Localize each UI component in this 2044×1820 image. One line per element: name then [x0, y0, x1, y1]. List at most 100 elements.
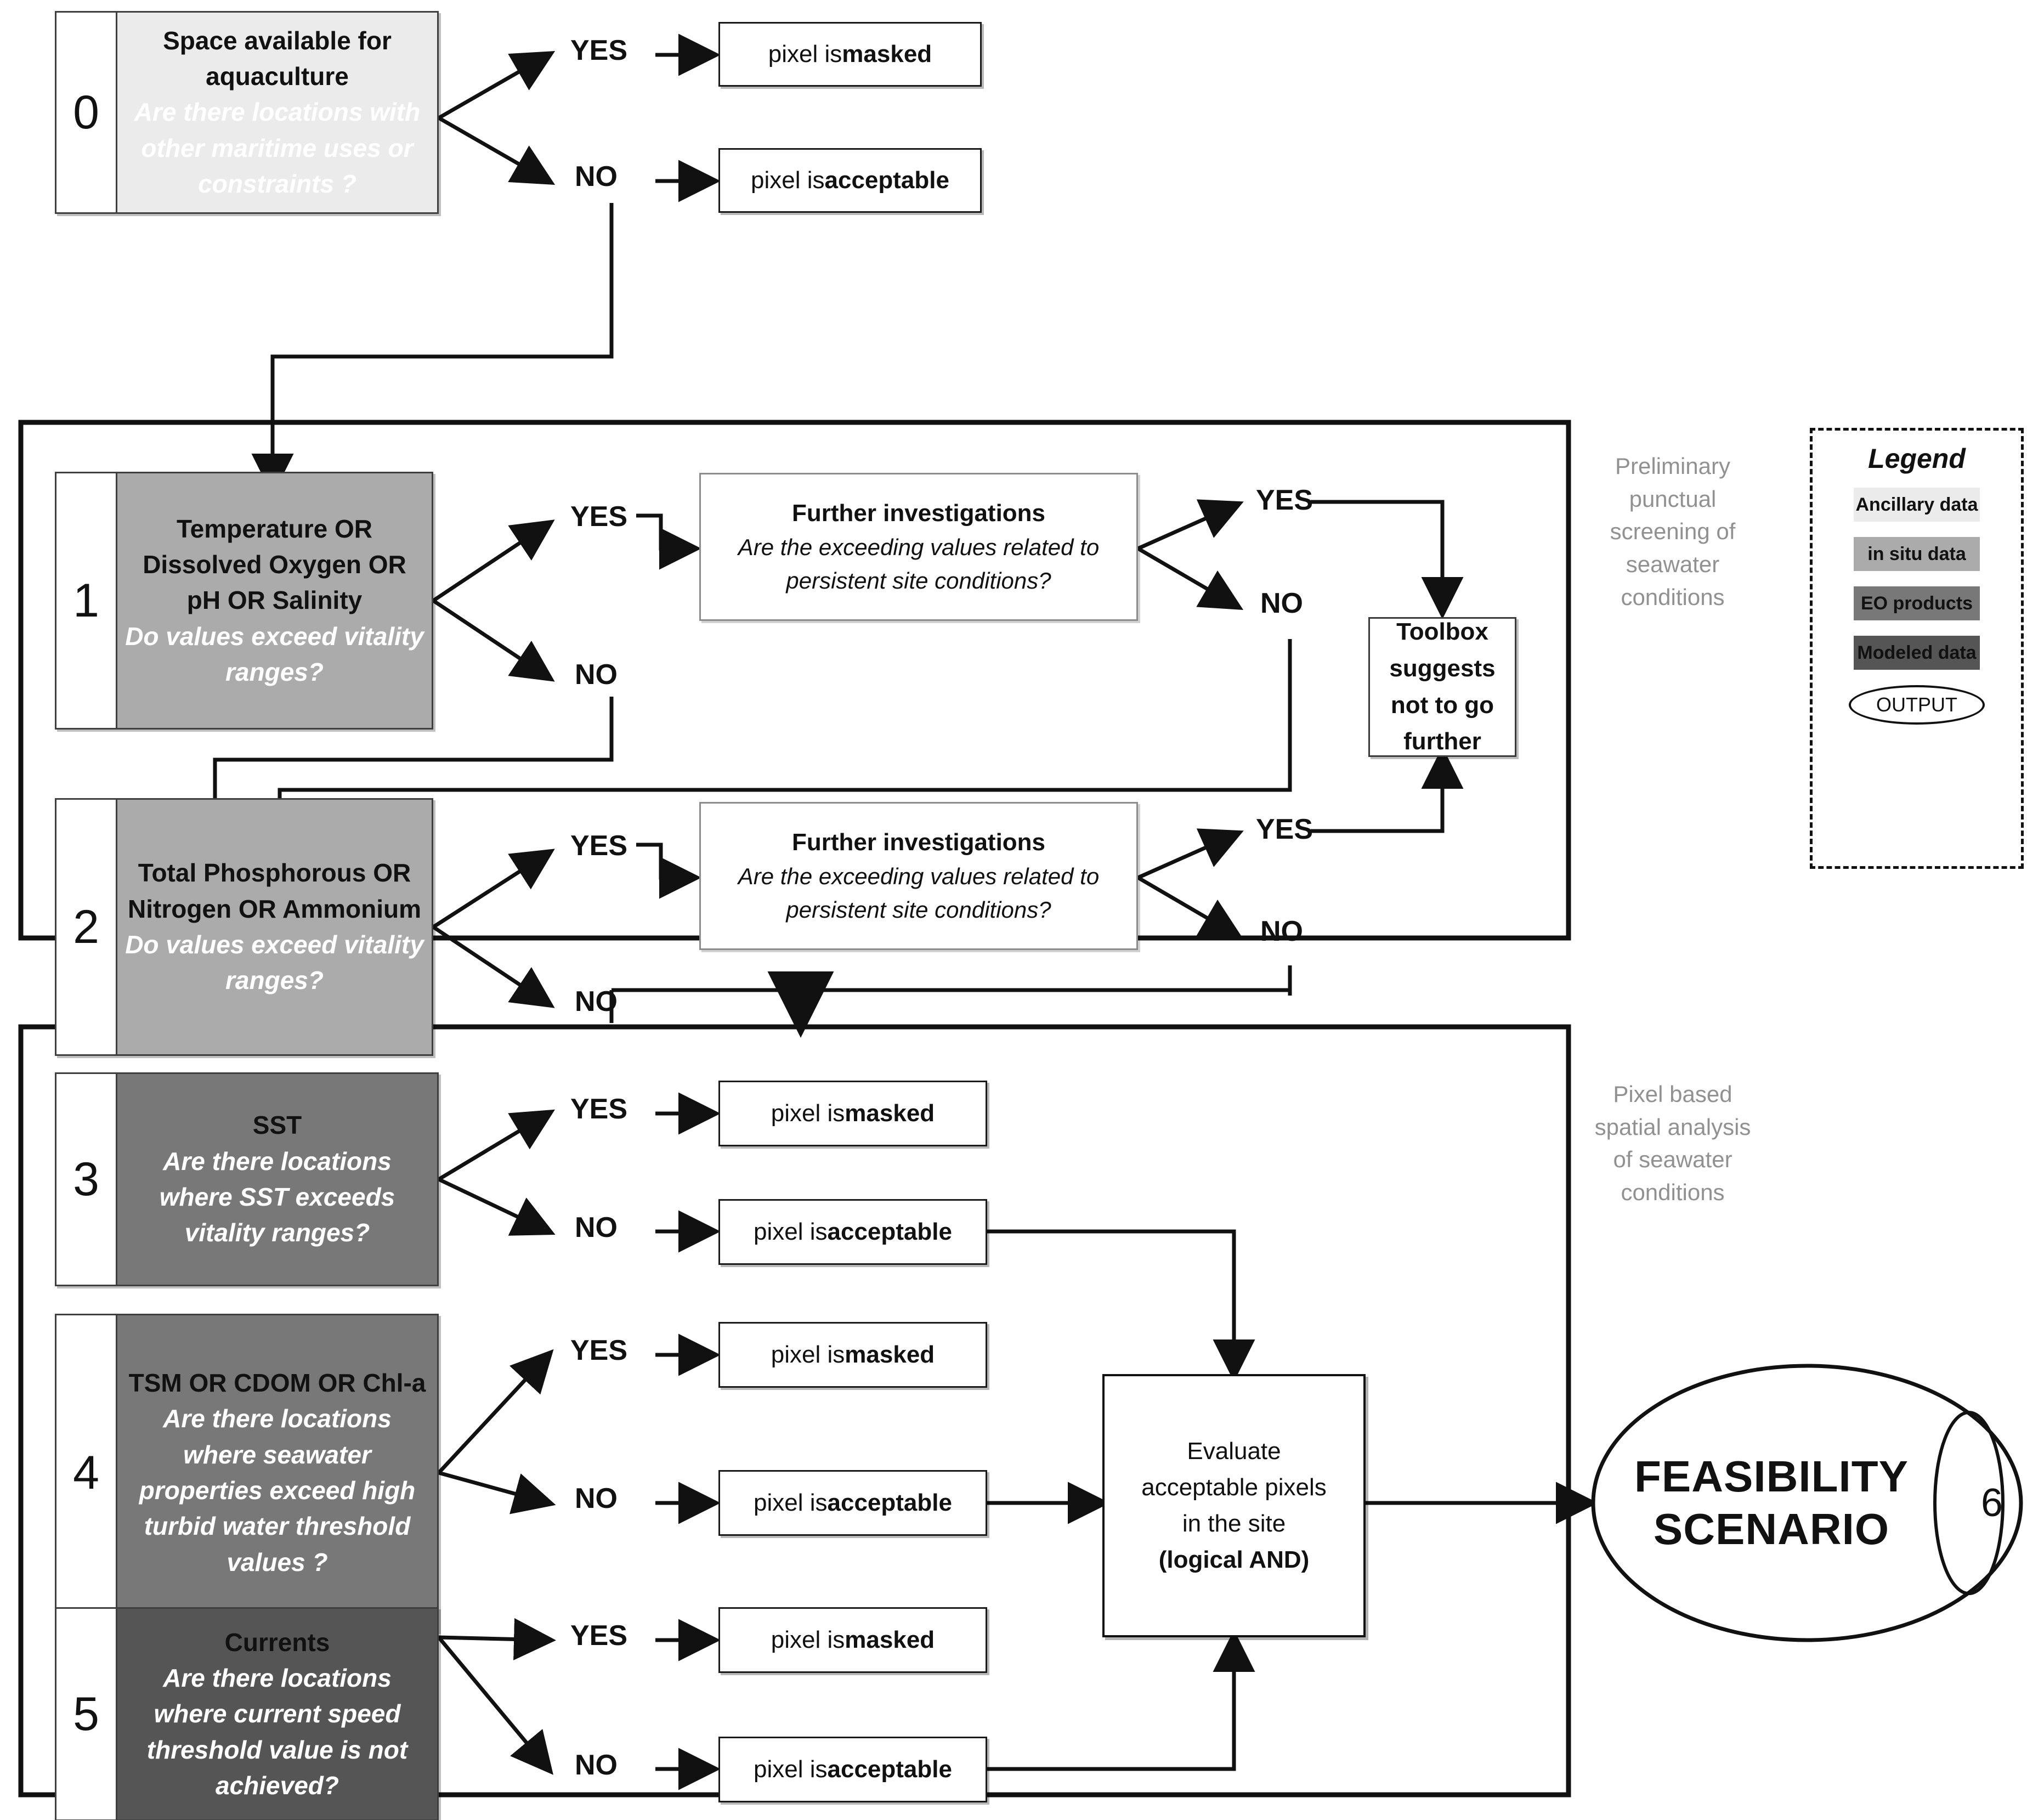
- feasibility-line2: SCENARIO: [1653, 1505, 1890, 1553]
- further-investigation-box-1: Further investigations Are the exceeding…: [699, 473, 1138, 621]
- outcome-text-prefix: pixel is: [751, 166, 825, 194]
- fi-title-2: Further investigations: [791, 829, 1046, 856]
- fi-question-line2-2: persistent site conditions?: [786, 896, 1051, 923]
- step-index-0: 0: [56, 13, 117, 212]
- step-index-4: 4: [56, 1315, 117, 1630]
- legend-swatch-ancillary: Ancillary data: [1854, 488, 1980, 522]
- toolbox-line1: Toolbox: [1396, 618, 1488, 645]
- toolbox-suggests-box: Toolbox suggests not to go further: [1368, 617, 1516, 757]
- outcome-text-prefix: pixel is: [754, 1755, 828, 1783]
- outcome-acceptable-0: pixel is acceptable: [718, 148, 982, 213]
- legend-label-ancillary: Ancillary data: [1855, 494, 1978, 515]
- decision-step-4[interactable]: 4 TSM OR CDOM OR Chl-a Are there locatio…: [55, 1314, 439, 1632]
- outcome-text-bold: masked: [842, 40, 932, 67]
- legend-panel: Legend Ancillary data in situ data EO pr…: [1810, 428, 2024, 869]
- outcome-text-bold: acceptable: [827, 1218, 952, 1245]
- branch-label-no-3: NO: [575, 1212, 618, 1244]
- outcome-text-bold: acceptable: [827, 1489, 952, 1516]
- outcome-text-bold: masked: [845, 1341, 935, 1368]
- fi-question-line2-1: persistent site conditions?: [786, 567, 1051, 594]
- evaluate-line3: in the site: [1182, 1510, 1286, 1537]
- step-title-1: Temperature OR Dissolved Oxygen OR pH OR…: [143, 514, 406, 615]
- outcome-text-prefix: pixel is: [768, 40, 842, 67]
- decision-step-3[interactable]: 3 SST Are there locations where SST exce…: [55, 1072, 439, 1286]
- further-investigation-box-2: Further investigations Are the exceeding…: [699, 802, 1138, 950]
- step-index-5: 5: [56, 1609, 117, 1819]
- step-title-0: Space available for aquaculture: [163, 26, 392, 91]
- fi-title-1: Further investigations: [791, 500, 1046, 527]
- step-index-2: 2: [56, 800, 117, 1054]
- branch-label-yes-3: YES: [570, 1093, 628, 1125]
- evaluate-acceptable-pixels-box: Evaluate acceptable pixels in the site (…: [1102, 1374, 1366, 1637]
- branch-label-yes-4: YES: [570, 1335, 628, 1366]
- outcome-acceptable-5: pixel is acceptable: [718, 1737, 987, 1802]
- branch-label-yes-fi1: YES: [1256, 484, 1313, 516]
- decision-step-0[interactable]: 0 Space available for aquaculture Are th…: [55, 11, 439, 214]
- step-question-1: Do values exceed vitality ranges?: [125, 621, 424, 686]
- feasibility-scenario-output: FEASIBILITY SCENARIO 6: [1590, 1363, 2024, 1643]
- outcome-text-prefix: pixel is: [754, 1218, 828, 1245]
- evaluate-line1: Evaluate: [1187, 1438, 1281, 1465]
- outcome-masked-3: pixel is masked: [718, 1081, 987, 1146]
- decision-step-5[interactable]: 5 Currents Are there locations where cur…: [55, 1607, 439, 1820]
- outcome-masked-4: pixel is masked: [718, 1322, 987, 1388]
- step-index-3: 3: [56, 1074, 117, 1285]
- step-title-3: SST: [252, 1111, 302, 1140]
- legend-label-eo-products: EO products: [1860, 592, 1973, 614]
- step-title-2: Total Phosphorous OR Nitrogen OR Ammoniu…: [128, 858, 421, 923]
- outcome-text-prefix: pixel is: [754, 1489, 828, 1516]
- step-question-4: Are there locations where seawater prope…: [139, 1404, 416, 1576]
- toolbox-line2: suggests: [1389, 654, 1496, 682]
- branch-label-no-1: NO: [575, 659, 618, 691]
- outcome-acceptable-4: pixel is acceptable: [718, 1470, 987, 1536]
- note-lower-section: Pixel based spatial analysis of seawater…: [1594, 1081, 1751, 1205]
- branch-label-no-4: NO: [575, 1483, 618, 1514]
- step-title-5: Currents: [224, 1627, 330, 1657]
- toolbox-line3: not to go: [1390, 691, 1494, 719]
- note-upper-section: Preliminary punctual screening of seawat…: [1610, 453, 1736, 610]
- legend-swatch-in-situ: in situ data: [1854, 537, 1980, 571]
- fi-question-line1-2: Are the exceeding values related to: [738, 863, 1100, 889]
- evaluate-line2: acceptable pixels: [1141, 1474, 1327, 1501]
- step-question-0: Are there locations with other maritime …: [134, 98, 421, 198]
- feasibility-ellipse-shape: [1591, 1364, 2023, 1642]
- outcome-text-prefix: pixel is: [771, 1341, 845, 1368]
- branch-label-yes-5: YES: [570, 1620, 628, 1652]
- outcome-masked-5: pixel is masked: [718, 1607, 987, 1673]
- branch-label-no-5: NO: [575, 1749, 618, 1781]
- fi-question-line1-1: Are the exceeding values related to: [738, 534, 1100, 560]
- outcome-masked-0: pixel is masked: [718, 22, 982, 87]
- legend-label-in-situ: in situ data: [1867, 543, 1966, 564]
- branch-label-yes-1: YES: [570, 501, 628, 533]
- step-question-3: Are there locations where SST exceeds vi…: [159, 1146, 395, 1247]
- legend-output-ellipse: OUTPUT: [1849, 685, 1985, 725]
- branch-label-yes-2: YES: [570, 830, 628, 862]
- decision-step-2[interactable]: 2 Total Phosphorous OR Nitrogen OR Ammon…: [55, 798, 433, 1056]
- outcome-text-bold: masked: [845, 1626, 935, 1653]
- feasibility-index: 6: [1980, 1481, 2003, 1525]
- legend-label-modeled: Modeled data: [1857, 642, 1977, 663]
- toolbox-line4: further: [1403, 728, 1481, 755]
- step-question-2: Do values exceed vitality ranges?: [125, 930, 424, 995]
- outcome-text-prefix: pixel is: [771, 1626, 845, 1653]
- legend-swatch-modeled: Modeled data: [1854, 636, 1980, 670]
- branch-label-yes-fi2: YES: [1256, 813, 1313, 845]
- evaluate-line4: (logical AND): [1158, 1546, 1310, 1573]
- branch-label-no-0: NO: [575, 161, 618, 193]
- decision-step-1[interactable]: 1 Temperature OR Dissolved Oxygen OR pH …: [55, 472, 433, 730]
- outcome-text-bold: masked: [845, 1099, 935, 1127]
- outcome-acceptable-3: pixel is acceptable: [718, 1199, 987, 1265]
- outcome-text-bold: acceptable: [824, 166, 949, 194]
- branch-label-no-2: NO: [575, 986, 618, 1018]
- branch-label-yes-0: YES: [570, 35, 628, 66]
- legend-label-output: OUTPUT: [1876, 693, 1957, 716]
- step-index-1: 1: [56, 473, 117, 728]
- step-title-4: TSM OR CDOM OR Chl-a: [128, 1369, 426, 1398]
- outcome-text-prefix: pixel is: [771, 1099, 845, 1127]
- branch-label-no-fi1: NO: [1260, 587, 1303, 619]
- branch-label-no-fi2: NO: [1260, 915, 1303, 947]
- legend-title: Legend: [1868, 443, 1966, 474]
- feasibility-line1: FEASIBILITY: [1634, 1452, 1909, 1501]
- outcome-text-bold: acceptable: [827, 1755, 952, 1783]
